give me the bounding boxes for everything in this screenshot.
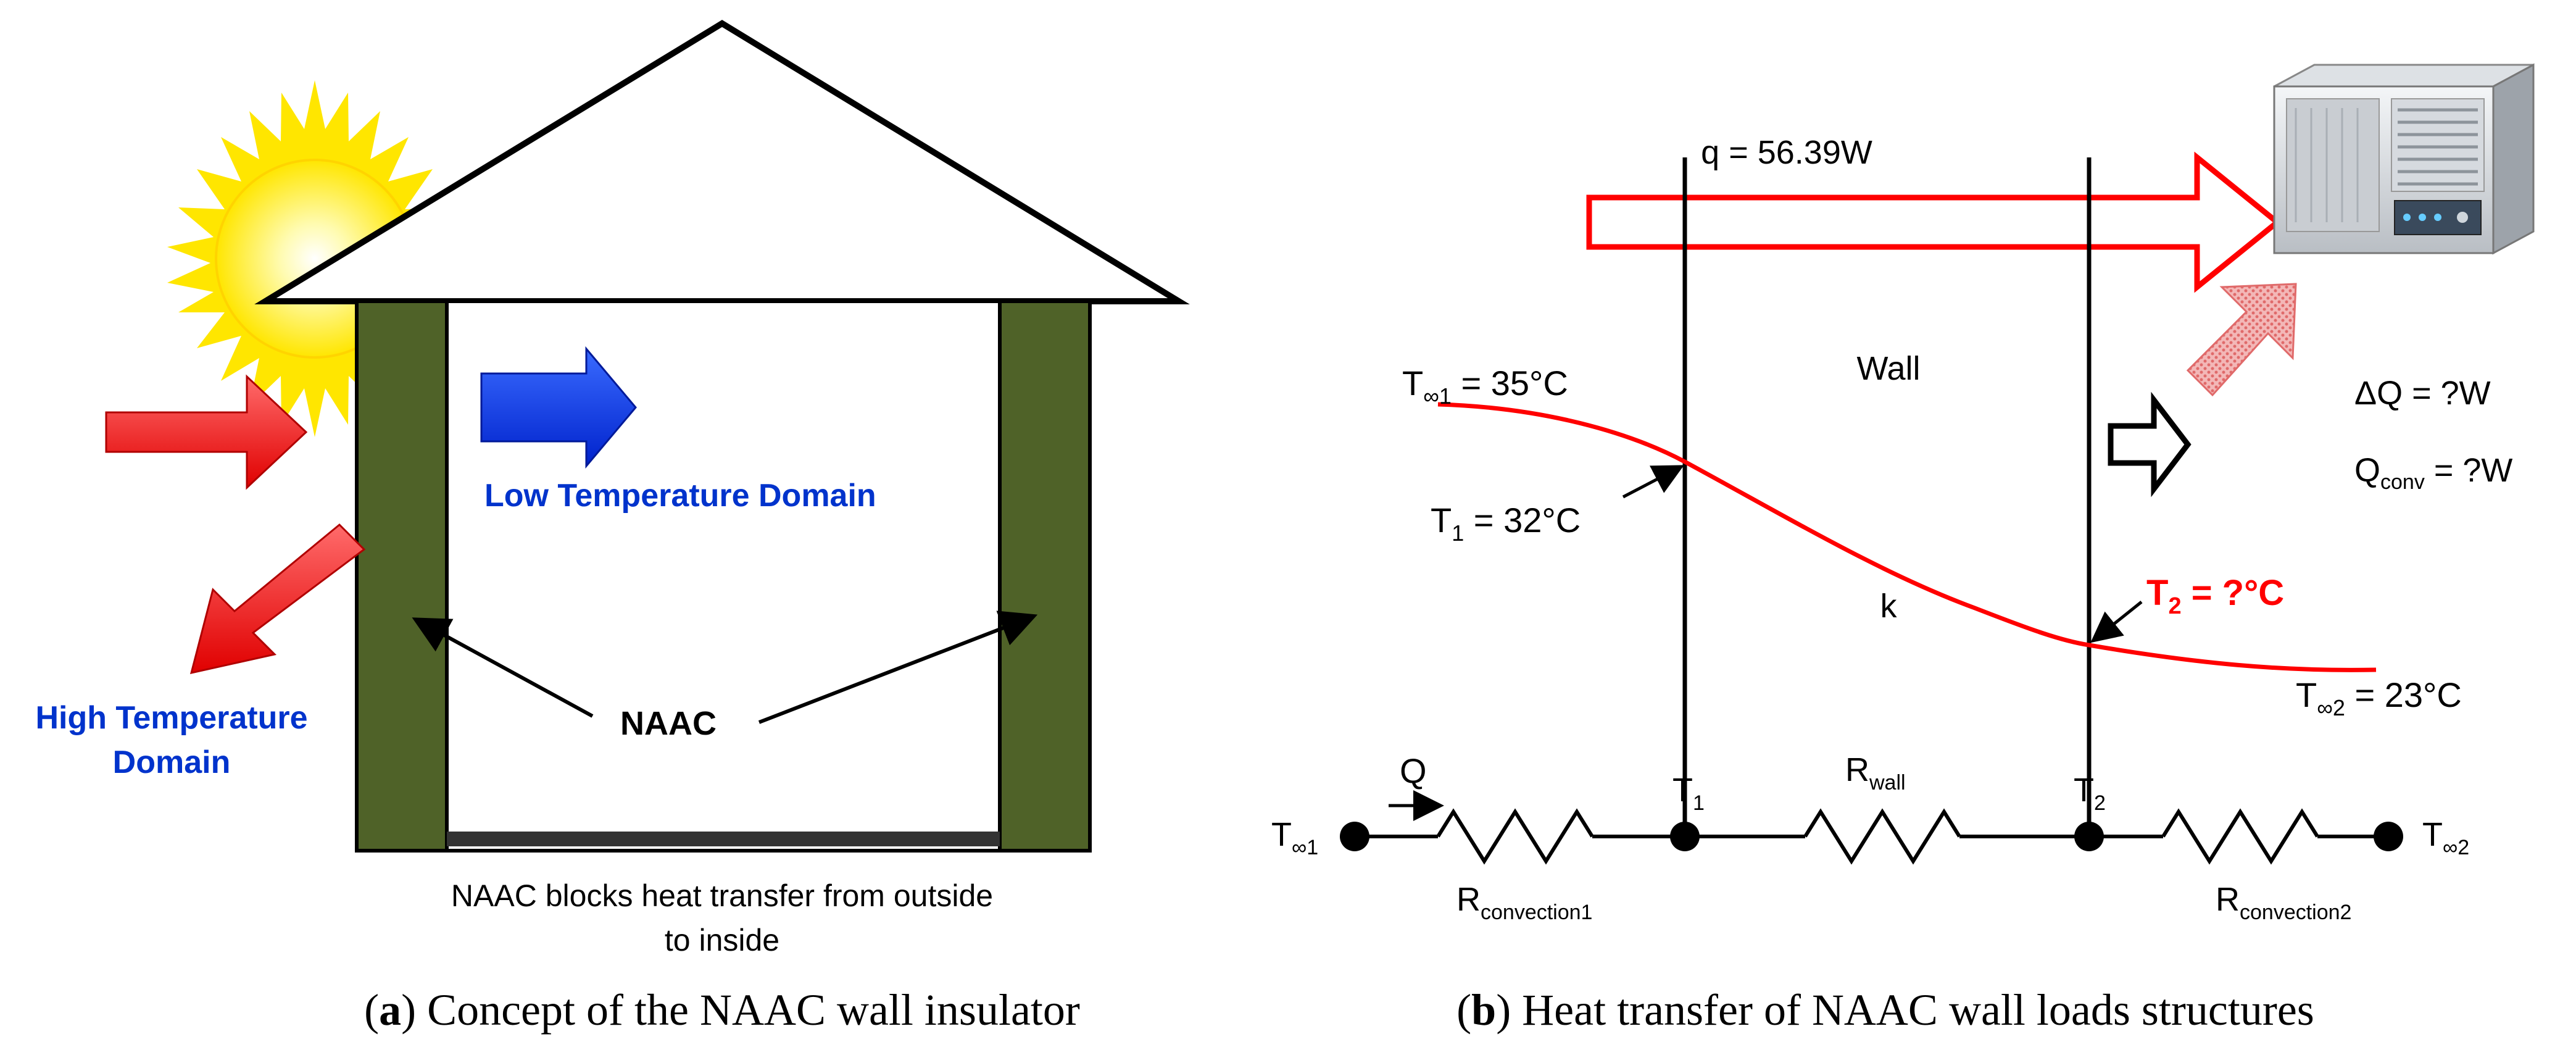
naac-wall-left: [355, 299, 449, 853]
naac-pointer-left: [412, 617, 594, 718]
heat-flux-arrow: [1586, 151, 2282, 293]
node-t2: [2074, 822, 2104, 851]
house-roof: [254, 20, 1190, 304]
q-label: q = 56.39W: [1701, 134, 1872, 171]
node-t1: [1670, 822, 1700, 851]
t1-label: T1 = 32°C: [1431, 501, 1581, 546]
t-inf2-label: T∞2 = 23°C: [2296, 675, 2462, 720]
node-t-inf2-label: T∞2: [2422, 816, 2469, 859]
outflow-arrow: [2108, 391, 2192, 498]
caption-a-text: ) Concept of the NAAC wall insulator: [401, 985, 1080, 1035]
flow-q-label: Q: [1400, 751, 1427, 790]
naac-wall-right: [998, 299, 1092, 853]
temperature-profile: [1437, 402, 2377, 672]
delta-q-label: ΔQ = ?W: [2354, 375, 2491, 412]
house-body: [355, 299, 1092, 853]
footer-line1: NAAC blocks heat transfer from outside: [451, 878, 993, 913]
air-conditioner-icon: [2273, 63, 2535, 255]
naac-pointer-right: [758, 611, 1038, 724]
cool-arrow: [480, 346, 637, 469]
panel-a: Low Temperature Domain High Temperature …: [35, 20, 1190, 1035]
high-temp-label-line2: Domain: [113, 744, 231, 780]
k-label: k: [1880, 588, 1898, 625]
t1-pointer: [1622, 465, 1684, 499]
high-temp-label-line1: High Temperature: [35, 700, 307, 736]
panel-b: q = 56.39W Wall k T∞1 = 35°C T1 = 32°C T…: [1271, 63, 2535, 1035]
t2-pointer: [2090, 601, 2143, 643]
node-t1-label: T1: [1672, 772, 1705, 815]
footer-line2: to inside: [665, 923, 779, 957]
caption-b: (b) Heat transfer of NAAC wall loads str…: [1456, 985, 2314, 1035]
t2-label: T2 = ?°C: [2146, 573, 2284, 619]
r-conv2-label: Rconvection2: [2216, 881, 2351, 924]
t-inf1-label: T∞1 = 35°C: [1402, 364, 1568, 409]
low-temp-label: Low Temperature Domain: [484, 478, 876, 514]
caption-a-letter: a: [379, 985, 401, 1035]
r-conv1-label: Rconvection1: [1456, 881, 1592, 924]
thermal-circuit: Q T∞1 T1 T2 T∞2 Rwall Rconvection1 Rconv…: [1271, 751, 2469, 924]
naac-floor: [447, 832, 1000, 846]
node-t-inf1-label: T∞1: [1271, 816, 1318, 859]
r-wall-label: Rwall: [1845, 751, 1906, 794]
heat-reflect-arrow: [189, 523, 366, 674]
heat-in-arrow: [105, 374, 308, 490]
q-conv-label: Qconv = ?W: [2354, 452, 2512, 494]
ac-heat-arrow: [2186, 283, 2297, 397]
naac-label: NAAC: [620, 705, 717, 742]
wall-label: Wall: [1857, 350, 1921, 387]
node-t-inf2: [2374, 822, 2403, 851]
node-t2-label: T2: [2074, 772, 2106, 815]
caption-b-text: ) Heat transfer of NAAC wall loads struc…: [1496, 985, 2314, 1035]
node-t-inf1: [1340, 822, 1369, 851]
caption-a: (a) Concept of the NAAC wall insulator: [364, 985, 1080, 1035]
caption-b-letter: b: [1471, 985, 1496, 1035]
